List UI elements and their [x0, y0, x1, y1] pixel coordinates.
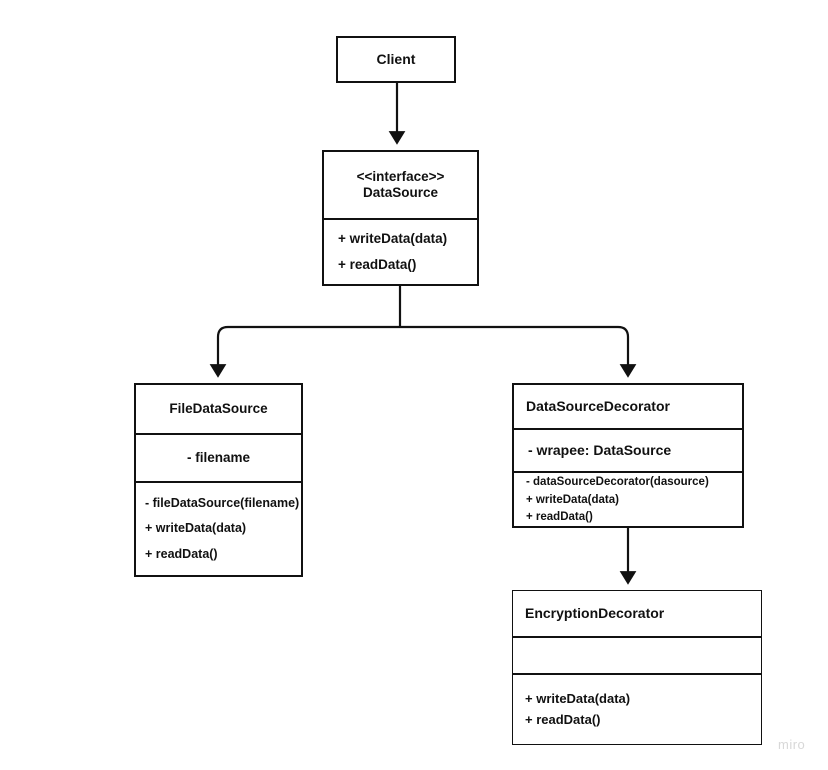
class-attributes-compartment — [513, 636, 761, 673]
method-row: + writeData(data) — [526, 493, 619, 506]
class-name-filedatasource: FileDataSource — [169, 400, 268, 416]
attribute-row: - wrapee: DataSource — [528, 441, 672, 458]
method-row: + readData() — [338, 257, 417, 272]
class-name-encryptiondecorator: EncryptionDecorator — [525, 604, 665, 621]
method-row: - fileDataSource(filename) — [145, 495, 300, 510]
class-attributes-compartment: - filename — [136, 433, 301, 481]
class-title-compartment: Client — [338, 38, 454, 81]
class-box-encryptiondecorator[interactable]: EncryptionDecorator + writeData(data) + … — [512, 590, 762, 745]
attribute-row: - filename — [186, 449, 251, 465]
class-box-datasource[interactable]: <<interface>> DataSource + writeData(dat… — [322, 150, 479, 286]
method-row: + writeData(data) — [145, 521, 247, 536]
connector-fork-left — [209, 325, 400, 378]
class-methods-compartment: + writeData(data) + readData() — [324, 218, 477, 284]
class-stereotype-datasource: <<interface>> — [356, 168, 445, 184]
class-methods-compartment: - dataSourceDecorator(dasource) + writeD… — [514, 470, 742, 526]
method-row: - dataSourceDecorator(dasource) — [526, 476, 709, 489]
class-title-compartment: DataSourceDecorator — [514, 385, 742, 428]
method-row: + writeData(data) — [338, 230, 448, 246]
class-box-datasourcedecorator[interactable]: DataSourceDecorator - wrapee: DataSource… — [512, 383, 744, 528]
class-box-filedatasource[interactable]: FileDataSource - filename - fileDataSour… — [134, 383, 303, 577]
connector-fork-right — [400, 325, 637, 378]
class-attributes-compartment: - wrapee: DataSource — [514, 427, 742, 471]
miro-watermark: miro — [778, 737, 806, 752]
class-title-compartment: EncryptionDecorator — [513, 591, 761, 636]
method-row: + writeData(data) — [525, 691, 631, 707]
class-methods-compartment: - fileDataSource(filename) + writeData(d… — [136, 481, 301, 575]
class-title-compartment: <<interface>> DataSource — [324, 152, 477, 218]
method-row: + readData() — [526, 511, 593, 524]
class-name-datasource: DataSource — [362, 185, 439, 200]
method-row: + readData() — [145, 546, 218, 561]
class-title-compartment: FileDataSource — [136, 385, 301, 433]
class-name-datasourcedecorator: DataSourceDecorator — [526, 397, 670, 414]
method-row: + readData() — [525, 711, 601, 727]
class-box-client[interactable]: Client — [336, 36, 456, 83]
class-name-client: Client — [376, 50, 416, 67]
class-methods-compartment: + writeData(data) + readData() — [513, 673, 761, 744]
